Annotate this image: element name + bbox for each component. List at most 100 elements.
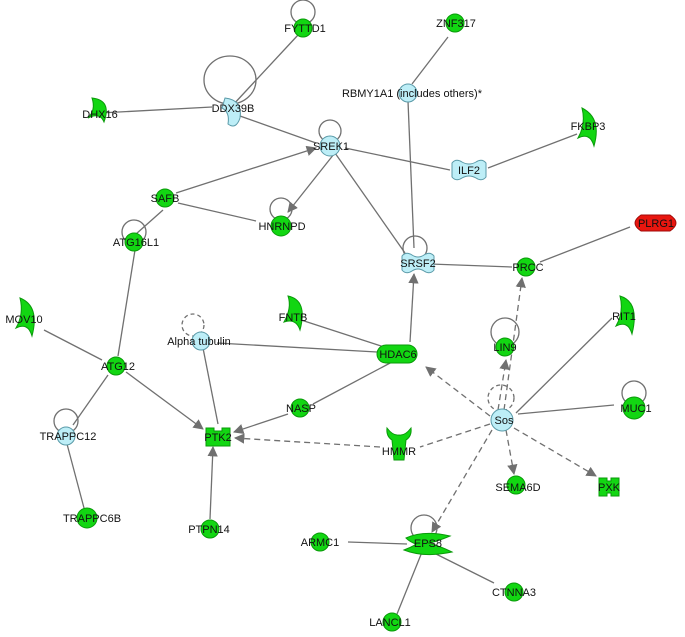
node-mov10[interactable]: MOV10 [5,297,43,338]
node-plrg1[interactable]: PLRG1 [634,214,677,232]
node-atg16l1-label: ATG16L1 [113,237,159,249]
node-fntb-shape [282,295,303,332]
node-atg12-label: ATG12 [101,361,135,373]
node-sos[interactable]: Sos [490,408,514,432]
node-srek1[interactable]: SREK1 [313,135,349,157]
node-dhx16-shape [87,97,107,124]
node-trappc6b[interactable]: TRAPPC6B [63,507,121,529]
node-atg16l1[interactable]: ATG16L1 [113,232,159,252]
node-prcc[interactable]: PRCC [512,257,544,277]
node-alpha-tubulin-shape [191,331,211,351]
node-armc1-shape [310,532,330,552]
node-nasp-label: NASP [286,403,316,415]
node-hmmr[interactable]: HMMR [382,426,416,461]
node-ptpn14[interactable]: PTPN14 [188,519,230,539]
node-ptk2-label: PTK2 [204,432,232,444]
node-ptk2-shape [205,427,231,447]
node-safb[interactable]: SAFB [151,188,180,208]
node-lancl1-label: LANCL1 [369,617,411,629]
node-sos-shape [490,408,514,432]
node-safb-shape [155,188,175,208]
edge-sos-muc1 [517,404,615,415]
node-ddx39b[interactable]: DDX39B [212,97,255,127]
node-hnrnpd-label: HNRNPD [258,221,305,233]
edge-prcc-plrg1 [539,226,631,263]
node-znf317-label: ZNF317 [436,18,476,30]
node-prcc-label: PRCC [512,262,543,274]
node-hnrnpd[interactable]: HNRNPD [258,215,306,237]
edge-srek1-srsf2 [334,152,406,254]
node-znf317[interactable]: ZNF317 [436,13,476,33]
node-sos-label: Sos [495,415,514,427]
node-armc1[interactable]: ARMC1 [301,532,340,552]
node-fyttd1[interactable]: FYTTD1 [284,18,326,38]
edge-nasp-ptk2 [233,413,289,434]
node-lancl1[interactable]: LANCL1 [369,612,411,632]
node-trappc12-label: TRAPPC12 [40,431,97,443]
node-alpha-tubulin-label: Alpha tubulin [167,336,231,348]
node-srek1-shape [319,135,341,157]
node-fkbp3-shape [576,107,597,148]
node-eps8[interactable]: EPS8 [402,532,454,556]
edge-atg12-ptk2 [125,371,204,430]
node-nasp[interactable]: NASP [286,398,316,418]
node-fkbp3[interactable]: FKBP3 [571,107,606,148]
node-srsf2-shape [401,252,435,274]
node-dhx16[interactable]: DHX16 [82,97,118,124]
edge-srsf2-prcc [429,263,513,268]
edge-hdac6-fntb [297,318,388,349]
edge-trappc12-trappc6b [66,443,85,509]
node-rit1[interactable]: RIT1 [612,295,636,336]
edge-sos-hmmr [419,423,491,448]
node-alpha-tubulin[interactable]: Alpha tubulin [167,331,231,351]
node-atg16l1-shape [124,232,144,252]
node-hmmr-shape [386,426,412,461]
node-ctnna3-label: CTNNA3 [492,587,536,599]
edge-fyttd1-ddx39b [231,34,299,107]
node-ctnna3[interactable]: CTNNA3 [492,582,536,602]
node-lin9-shape [495,337,515,357]
node-sema6d-label: SEMA6D [495,482,540,494]
node-safb-label: SAFB [151,193,180,205]
edge-ddx39b-srek1 [239,115,317,144]
node-trappc12-shape [56,426,76,446]
node-ilf2[interactable]: ILF2 [451,159,487,181]
node-rbmy1a1[interactable]: RBMY1A1 (includes others)* [342,83,483,103]
node-rbmy1a1-shape [398,83,418,103]
node-mov10-shape [14,297,35,338]
edge-eps8-ctnna3 [431,551,495,584]
node-muc1-shape [622,396,646,420]
node-fntb[interactable]: FNTB [279,295,308,332]
node-ptk2[interactable]: PTK2 [204,427,232,447]
node-rit1-shape [614,295,635,336]
node-hdac6[interactable]: HDAC6 [376,344,418,364]
edge-ilf2-fkbp3 [487,133,578,169]
edge-armc1-eps8 [347,541,408,545]
node-atg12[interactable]: ATG12 [101,356,135,376]
node-ilf2-shape [451,159,487,181]
node-pxk-label: PXK [598,482,621,494]
node-hdac6-shape [376,344,418,364]
node-pxk[interactable]: PXK [598,477,621,497]
node-ilf2-label: ILF2 [458,165,480,177]
edges [43,34,631,615]
node-lin9[interactable]: LIN9 [493,337,517,357]
node-trappc12[interactable]: TRAPPC12 [40,426,97,446]
edge-hdac6-alphatubulin [216,342,378,353]
node-rit1-label: RIT1 [612,311,636,323]
node-prcc-shape [516,257,536,277]
edge-hdac6-nasp [312,361,393,405]
node-sema6d[interactable]: SEMA6D [495,475,541,495]
node-ctnna3-shape [504,582,524,602]
node-srsf2[interactable]: SRSF2 [400,252,436,274]
node-muc1[interactable]: MUC1 [620,396,652,420]
node-eps8-label: EPS8 [414,538,442,550]
nodes: FYTTD1 ZNF317 DHX16 DDX39B RBMY1A1 (incl… [5,13,677,632]
node-lin9-label: LIN9 [493,342,516,354]
node-lancl1-shape [382,612,402,632]
edge-sos-hdac6 [425,366,491,417]
node-muc1-label: MUC1 [620,403,651,415]
edge-atg12-trappc12 [72,374,109,426]
node-mov10-label: MOV10 [5,314,42,326]
